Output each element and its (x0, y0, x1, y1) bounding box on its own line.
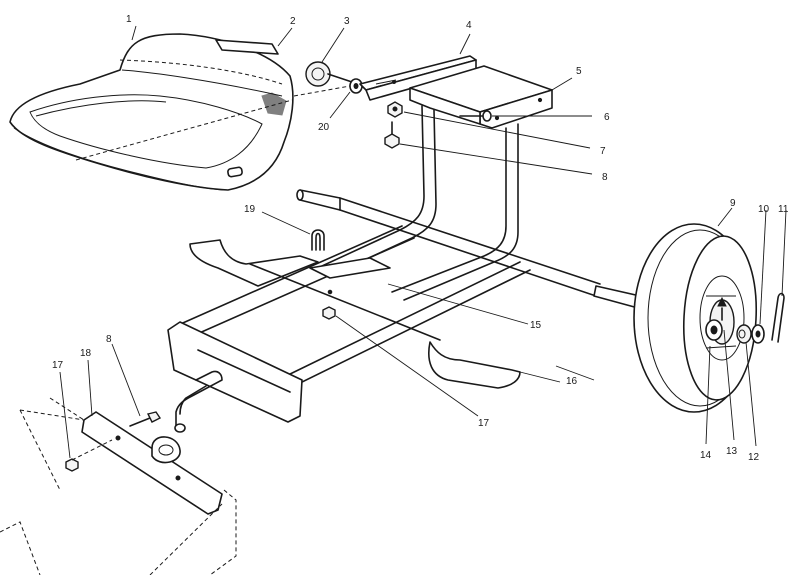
callout-20: 20 (318, 122, 330, 133)
callout-16: 16 (566, 376, 578, 387)
lock-nut (387, 101, 591, 149)
bolt-8-upper (384, 121, 593, 175)
callout-8-lower: 8 (106, 334, 112, 345)
callout-5: 5 (576, 66, 582, 77)
u-bolt (261, 211, 325, 251)
callout-17-lower: 17 (52, 360, 64, 371)
callout-4: 4 (466, 20, 472, 31)
callout-12: 12 (748, 452, 760, 463)
wheel-tire (633, 207, 758, 413)
grease-fitting (717, 296, 735, 441)
callout-1: 1 (126, 14, 132, 25)
callout-14: 14 (700, 450, 712, 461)
washer (293, 78, 363, 119)
callout-18: 18 (80, 348, 92, 359)
callout-6: 6 (604, 112, 610, 123)
skid-platform (189, 239, 561, 389)
callout-9: 9 (730, 198, 736, 209)
hairpin-cotter (771, 209, 787, 343)
main-frame (175, 225, 531, 385)
nut-lower (59, 371, 113, 472)
callout-13: 13 (726, 446, 738, 457)
axle-washer (751, 209, 767, 344)
hitch-bar (0, 359, 237, 575)
nut-center (322, 306, 479, 417)
axle (296, 189, 644, 309)
seat-slide-bracket (359, 33, 477, 101)
front-plate (167, 321, 303, 423)
seat (9, 33, 294, 191)
hitch-tube (174, 370, 223, 433)
seat-mount-box (409, 65, 573, 129)
callout-8-upper: 8 (602, 172, 608, 183)
callout-15: 15 (530, 320, 542, 331)
spacer (736, 324, 757, 447)
callout-19: 19 (244, 204, 256, 215)
callout-11: 11 (778, 204, 789, 215)
callout-labels: 1 2 3 4 5 6 7 8 8 9 10 11 12 13 14 15 16… (52, 14, 789, 463)
bolt-6 (459, 110, 592, 122)
callout-leaders (131, 25, 595, 381)
seat-bracket (215, 27, 293, 55)
callout-17-center: 17 (478, 418, 490, 429)
wheel-bearing (705, 319, 723, 445)
seat-knob (305, 27, 353, 87)
callout-10: 10 (758, 204, 770, 215)
callout-7: 7 (600, 146, 606, 157)
callout-3: 3 (344, 16, 350, 27)
callout-2: 2 (290, 16, 296, 27)
bolt-8-lower (111, 343, 162, 427)
